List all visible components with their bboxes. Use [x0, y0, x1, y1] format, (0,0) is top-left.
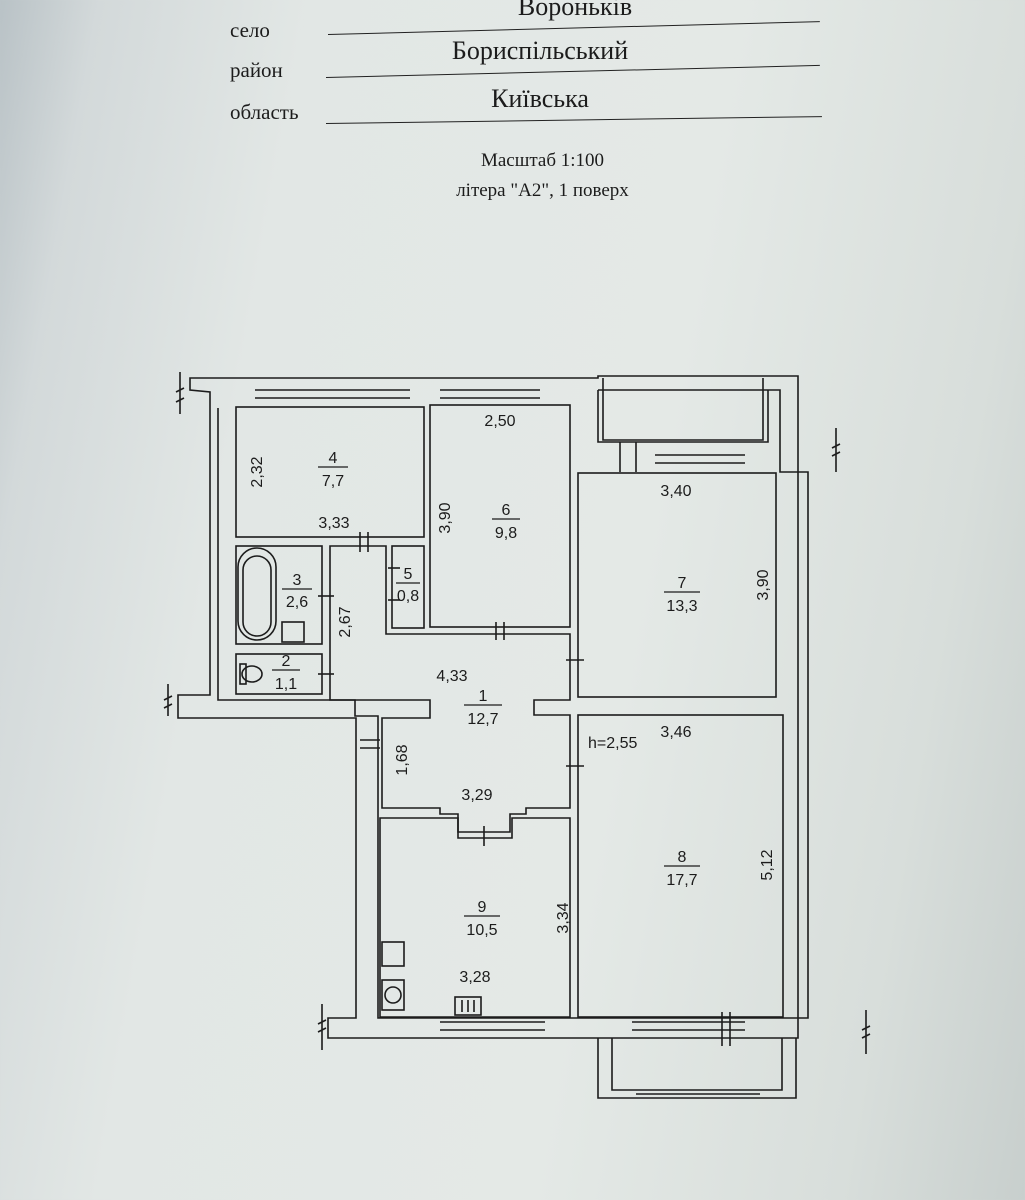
room-2-number: 2: [282, 653, 291, 670]
room-3-area: 2,6: [286, 594, 308, 611]
outer-wall: [177, 375, 799, 1039]
room-5-area: 0,8: [397, 588, 419, 605]
dim-room6-height: 3,90: [437, 502, 454, 533]
dim-room9-width: 3,28: [459, 969, 490, 986]
room-2-area: 1,1: [275, 676, 297, 693]
stove-burner: [384, 986, 402, 1004]
loggia: [597, 390, 769, 443]
room-6-outline: [429, 404, 571, 628]
room-4-outline: [235, 406, 425, 538]
village-label: село: [230, 18, 270, 42]
loggia: [602, 378, 764, 441]
region-value: Київська: [491, 84, 589, 113]
dim-corridor-length: 1,68: [394, 744, 411, 775]
room-6-number: 6: [502, 502, 511, 519]
region-label: область: [230, 100, 299, 124]
room-5-outline: [391, 545, 425, 629]
dim-corridor-width: 3,29: [461, 787, 492, 804]
village-value: Вороньків: [517, 0, 633, 21]
balcony: [611, 1038, 783, 1091]
dim-room6-width: 2,50: [484, 413, 515, 430]
dim-room4-height: 2,32: [249, 456, 266, 487]
room-6-area: 9,8: [495, 525, 517, 542]
radiator: [454, 996, 482, 1016]
dim-bath-height: 2,67: [337, 606, 354, 637]
room-5-number: 5: [404, 566, 413, 583]
bathtub-inner: [242, 555, 272, 637]
district-label: район: [230, 58, 283, 82]
dim-hall-width: 4,33: [436, 668, 467, 685]
room-8-number: 8: [678, 849, 687, 866]
toilet-tank: [239, 663, 247, 685]
stove: [381, 979, 405, 1011]
building-floor-caption: літера "А2", 1 поверх: [456, 180, 629, 201]
room-8-area: 17,7: [666, 872, 697, 889]
dim-room7-width: 3,40: [660, 483, 691, 500]
toilet: [241, 665, 263, 683]
dim-room9-height: 3,34: [555, 902, 572, 933]
room-9-number: 9: [478, 899, 487, 916]
outer-wall-inner: [217, 389, 809, 1019]
balcony: [597, 1038, 797, 1099]
room-3-outline: [235, 545, 323, 645]
dim-room4-width: 3,33: [318, 515, 349, 532]
room-1-number: 1: [479, 688, 488, 705]
room-1-area: 12,7: [467, 711, 498, 728]
dim-room7-height: 3,90: [755, 569, 772, 600]
dim-room8-width: 3,46: [660, 724, 691, 741]
kitchen-sink: [381, 941, 405, 967]
room-7-area: 13,3: [666, 598, 697, 615]
bathtub: [237, 547, 277, 641]
room-4-area: 7,7: [322, 473, 344, 490]
district-value: Бориспільський: [451, 36, 629, 65]
room-9-area: 10,5: [466, 922, 497, 939]
room-4-number: 4: [329, 450, 338, 467]
scale-caption: Масштаб 1:100: [480, 150, 605, 171]
room-8-outline: [577, 714, 784, 1018]
sink: [281, 621, 305, 643]
room-1-outline: [329, 545, 571, 833]
room-9-outline: [379, 817, 571, 1018]
dim-ceiling-height: h=2,55: [588, 735, 637, 752]
room-7-outline: [577, 472, 777, 698]
dim-room8-height: 5,12: [759, 849, 776, 880]
room-3-number: 3: [293, 572, 302, 589]
room-7-number: 7: [678, 575, 687, 592]
